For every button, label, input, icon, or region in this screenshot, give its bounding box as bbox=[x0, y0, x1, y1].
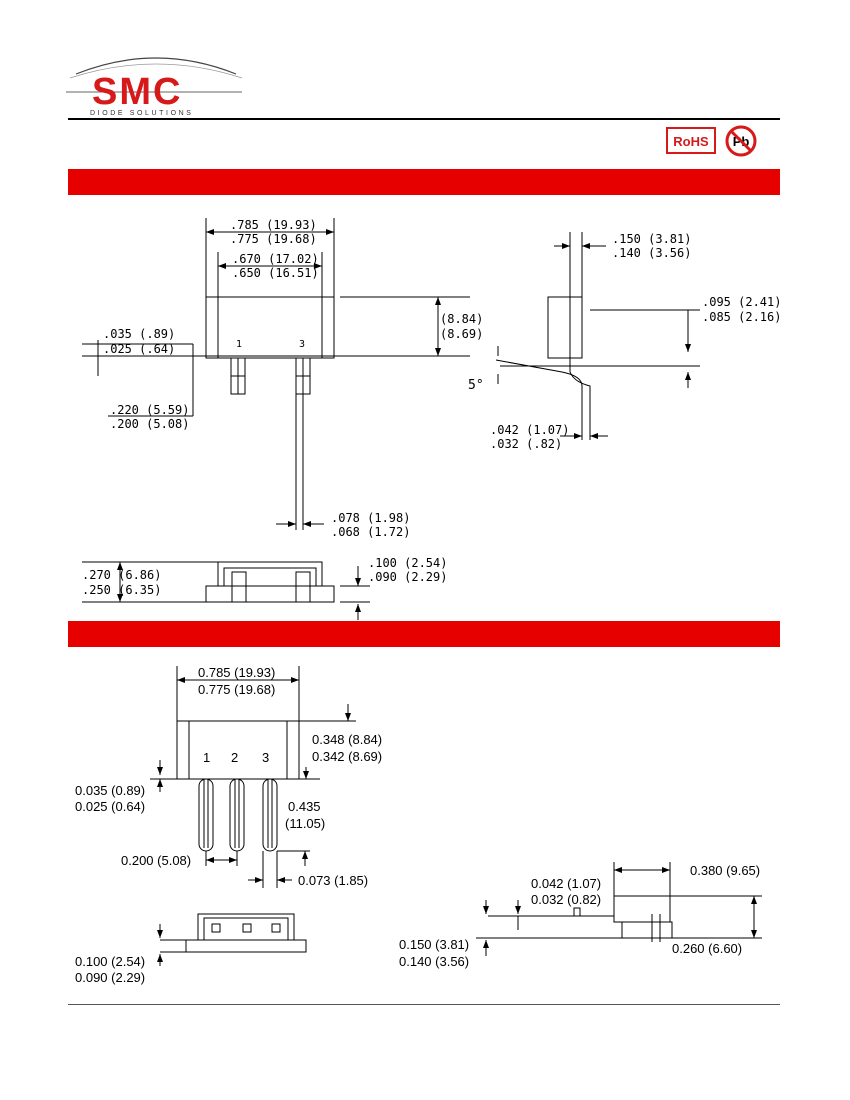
rohs-badge: RoHS bbox=[673, 134, 709, 149]
d2-pin-label-1: 1 bbox=[203, 750, 210, 765]
d1-pin-spacing-min: .200 (5.08) bbox=[110, 417, 189, 431]
front-view-2 bbox=[150, 720, 320, 852]
side-view bbox=[495, 232, 700, 440]
d1-pin-label-3: 3 bbox=[299, 339, 305, 350]
d2-overall-width-min: 0.775 (19.68) bbox=[198, 682, 275, 697]
d2-lead-thickness-min: 0.032 (0.82) bbox=[531, 892, 601, 907]
d2-side-thickness-min: 0.140 (3.56) bbox=[399, 954, 469, 969]
footer-rule bbox=[68, 1004, 780, 1005]
d1-bottom-height-max: .270 (6.86) bbox=[82, 568, 161, 582]
d1-bottom-step-max: .100 (2.54) bbox=[368, 556, 447, 570]
d1-side-offset-max: .095 (2.41) bbox=[702, 295, 781, 309]
d2-height-min: 0.342 (8.69) bbox=[312, 749, 382, 764]
smc-logo: SMC DIODE SOLUTIONS bbox=[66, 48, 246, 123]
d2-pin-spacing: 0.200 (5.08) bbox=[121, 853, 191, 868]
section-band-1 bbox=[68, 169, 780, 195]
d2-side-height: 0.260 (6.60) bbox=[672, 941, 742, 956]
d1-overall-width-min: .775 (19.68) bbox=[230, 232, 317, 246]
d1-pin-label-1: 1 bbox=[236, 339, 242, 350]
d2-lead-length-in: 0.435 bbox=[288, 799, 321, 814]
d2-bottom-step-max: 0.100 (2.54) bbox=[75, 954, 145, 969]
d1-lead-thickness-max: .042 (1.07) bbox=[490, 423, 569, 437]
d1-bottom-step-min: .090 (2.29) bbox=[368, 570, 447, 584]
d2-pin-label-3: 3 bbox=[262, 750, 269, 765]
d1-inner-width-min: .650 (16.51) bbox=[232, 266, 319, 280]
d1-side-thickness-min: .140 (3.56) bbox=[612, 246, 691, 260]
d2-lead-width: 0.073 (1.85) bbox=[298, 873, 368, 888]
header-rule bbox=[68, 118, 780, 120]
d1-lead-width-max: .078 (1.98) bbox=[331, 511, 410, 525]
d1-pin-spacing-max: .220 (5.59) bbox=[110, 403, 189, 417]
d1-standoff-max: .035 (.89) bbox=[103, 327, 175, 341]
d2-height-max: 0.348 (8.84) bbox=[312, 732, 382, 747]
section-band-2 bbox=[68, 621, 780, 647]
d2-overall-width-max: 0.785 (19.93) bbox=[198, 665, 275, 680]
d1-height-min: (8.69) bbox=[440, 327, 483, 341]
bottom-view-2 bbox=[159, 913, 307, 966]
d2-side-length: 0.380 (9.65) bbox=[690, 863, 760, 878]
logo-tagline: DIODE SOLUTIONS bbox=[90, 110, 194, 117]
d2-lead-thickness-max: 0.042 (1.07) bbox=[531, 876, 601, 891]
d2-lead-length-mm: (11.05) bbox=[285, 816, 325, 831]
d1-side-offset-min: .085 (2.16) bbox=[702, 310, 781, 324]
d1-lead-thickness-min: .032 (.82) bbox=[490, 437, 562, 451]
d2-standoff-min: 0.025 (0.64) bbox=[75, 799, 145, 814]
d2-bottom-step-min: 0.090 (2.29) bbox=[75, 970, 145, 985]
d1-standoff-min: .025 (.64) bbox=[103, 342, 175, 356]
d1-overall-width-max: .785 (19.93) bbox=[230, 218, 317, 232]
d1-bottom-height-min: .250 (6.35) bbox=[82, 583, 161, 597]
d1-height-max: (8.84) bbox=[440, 312, 483, 326]
d1-angle: 5° bbox=[468, 378, 484, 393]
logo-brand: SMC bbox=[92, 71, 182, 113]
front-view-body bbox=[82, 296, 410, 530]
side-view-2 bbox=[476, 862, 762, 956]
d1-lead-width-min: .068 (1.72) bbox=[331, 525, 410, 539]
d1-inner-width-max: .670 (17.02) bbox=[232, 252, 319, 266]
compliance-badges: RoHS Pb bbox=[664, 124, 764, 158]
d2-pin-label-2: 2 bbox=[231, 750, 238, 765]
d2-standoff-max: 0.035 (0.89) bbox=[75, 783, 145, 798]
d1-side-thickness-max: .150 (3.81) bbox=[612, 232, 691, 246]
d2-side-thickness-max: 0.150 (3.81) bbox=[399, 937, 469, 952]
